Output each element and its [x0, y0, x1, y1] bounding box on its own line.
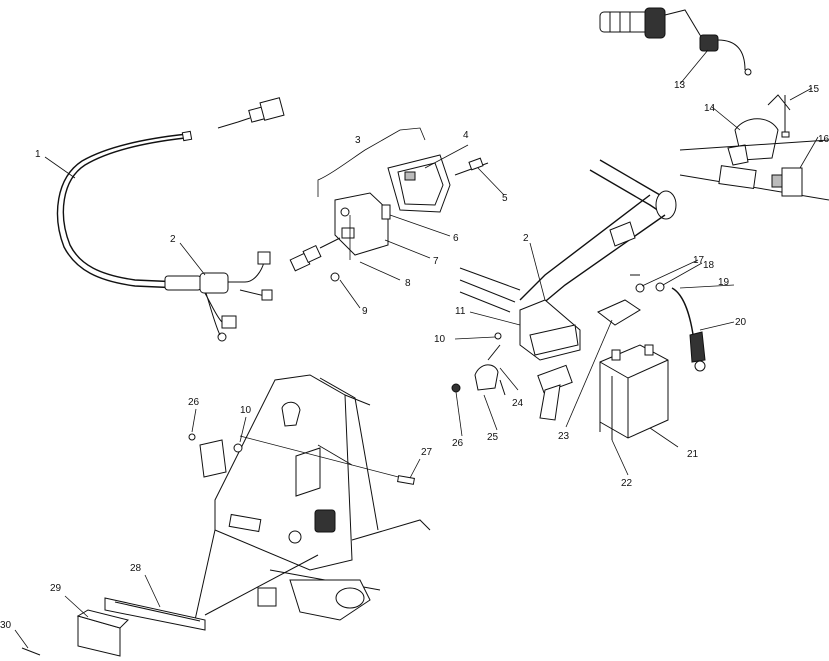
callout-labels: 1 2 2 3 4 5 6 7 8 9 10 10 11 13 14 15 16… — [0, 80, 829, 631]
callout-16: 16 — [818, 134, 829, 145]
callout-2: 2 — [170, 234, 176, 245]
callout-14: 14 — [704, 103, 716, 114]
callout-1: 1 — [35, 149, 41, 160]
callout-3: 3 — [355, 135, 361, 146]
callout-25: 25 — [487, 432, 499, 443]
callout-2: 2 — [523, 233, 529, 244]
callout-28: 28 — [130, 563, 142, 574]
callout-10: 10 — [240, 405, 252, 416]
callout-9: 9 — [362, 306, 368, 317]
callout-22: 22 — [621, 478, 633, 489]
callout-11: 11 — [455, 306, 466, 317]
callout-27: 27 — [421, 447, 433, 458]
wiring-harness — [56, 97, 285, 342]
lower-brackets — [21, 554, 319, 657]
tail-light-assembly — [289, 127, 489, 282]
rear-panel — [188, 374, 431, 621]
callout-30: 30 — [0, 620, 12, 631]
callout-29: 29 — [50, 583, 62, 594]
callout-5: 5 — [502, 193, 508, 204]
callout-23: 23 — [558, 431, 570, 442]
callout-10: 10 — [434, 334, 446, 345]
frame-section — [459, 159, 677, 421]
leader-lines — [14, 49, 819, 649]
callout-8: 8 — [405, 278, 411, 289]
handlebar-switch-and-horn — [599, 7, 829, 201]
callout-6: 6 — [453, 233, 459, 244]
callout-19: 19 — [718, 277, 730, 288]
callout-24: 24 — [512, 398, 524, 409]
callout-15: 15 — [808, 84, 820, 95]
callout-21: 21 — [687, 449, 699, 460]
callout-26: 26 — [452, 438, 464, 449]
callout-13: 13 — [674, 80, 686, 91]
callout-20: 20 — [735, 317, 747, 328]
callout-17: 17 — [693, 255, 705, 266]
battery-assembly — [451, 274, 706, 440]
callout-18: 18 — [703, 260, 715, 271]
callout-26: 26 — [188, 397, 200, 408]
callout-7: 7 — [433, 256, 439, 267]
callout-4: 4 — [463, 130, 469, 141]
